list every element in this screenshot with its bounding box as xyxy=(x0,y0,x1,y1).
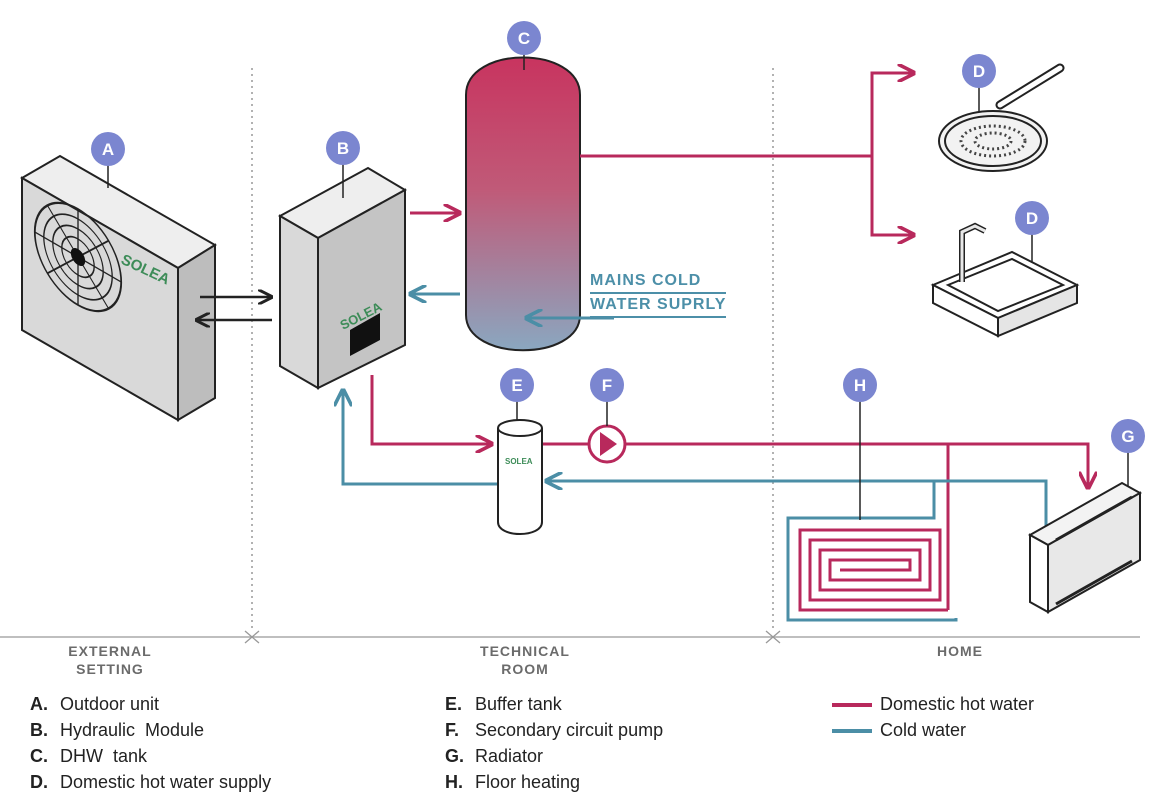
legend-label: Radiator xyxy=(475,746,544,766)
zone-external-line2: SETTING xyxy=(76,661,144,677)
legend-key: B. xyxy=(30,720,48,740)
pump-icon xyxy=(587,424,627,464)
cold-pipe-return-to-buffer xyxy=(548,481,1048,526)
sink-icon xyxy=(930,222,1080,338)
svg-text:D: D xyxy=(1026,209,1038,228)
legend-item: F. Secondary circuit pump xyxy=(445,717,663,743)
legend-item: C. DHW tank xyxy=(30,743,271,769)
legend-label: Domestic hot water supply xyxy=(60,772,272,792)
hot-pipe-to-sink xyxy=(870,156,912,235)
hot-pipe-to-shower xyxy=(580,73,912,158)
svg-text:H: H xyxy=(854,376,866,395)
legend-item: E. Buffer tank xyxy=(445,691,663,717)
legend-hot-water: Domestic hot water xyxy=(832,691,1034,717)
legend-label: Domestic hot water xyxy=(880,694,1035,714)
svg-text:B: B xyxy=(337,139,349,158)
cold-water-swatch xyxy=(832,729,872,734)
hot-water-swatch xyxy=(832,703,872,708)
legend-label: Floor heating xyxy=(475,772,581,792)
marker-e: E xyxy=(500,368,534,402)
legend-key: A. xyxy=(30,694,48,714)
legend-item: B. Hydraulic Module xyxy=(30,717,271,743)
legend-key: F. xyxy=(445,720,460,740)
zone-external-line1: EXTERNAL xyxy=(68,643,152,659)
zone-external-setting: EXTERNAL SETTING xyxy=(55,642,165,678)
axis-ticks xyxy=(244,630,781,644)
marker-d-shower: D xyxy=(962,54,996,88)
radiator-icon xyxy=(1027,481,1143,614)
mains-label-line2: WATER SUPRLY xyxy=(590,294,727,318)
hot-pipe-to-buffer xyxy=(370,375,490,444)
buffer-tank-logo: SOLEA xyxy=(505,457,533,466)
zone-technical-line1: TECHNICAL xyxy=(480,643,570,659)
legend-key: C. xyxy=(30,746,48,766)
mains-cold-water-label: MAINS COLD WATER SUPRLY xyxy=(590,270,727,318)
shower-head-icon xyxy=(938,63,1065,172)
legend-label: Outdoor unit xyxy=(60,694,160,714)
svg-text:C: C xyxy=(518,29,530,48)
legend-item: D. Domestic hot water supply xyxy=(30,769,271,795)
legend-item: A. Outdoor unit xyxy=(30,691,271,717)
legend-components-left: A. Outdoor unit B. Hydraulic Module C. DHW … xyxy=(30,691,271,795)
legend-label: Hydraulic Module xyxy=(60,720,205,740)
zone-home-label: HOME xyxy=(937,643,983,659)
marker-h: H xyxy=(843,368,877,402)
zone-technical-room: TECHNICAL ROOM xyxy=(465,642,585,678)
floor-heating-coil xyxy=(798,444,950,612)
legend-label: Cold water xyxy=(880,720,967,740)
legend-label: Secondary circuit pump xyxy=(475,720,664,740)
marker-c: C xyxy=(507,21,541,55)
legend-key: D. xyxy=(30,772,48,792)
floor-heating-return xyxy=(786,481,958,622)
legend-label: DHW tank xyxy=(60,746,148,766)
zone-home: HOME xyxy=(910,642,1010,660)
zone-technical-line2: ROOM xyxy=(501,661,549,677)
module-display xyxy=(350,313,380,356)
svg-text:D: D xyxy=(973,62,985,81)
cold-pipe-return-to-module xyxy=(343,392,498,486)
legend-label: Buffer tank xyxy=(475,694,562,714)
legend-key: H. xyxy=(445,772,463,792)
legend-cold-water: Cold water xyxy=(832,717,1034,743)
marker-b: B xyxy=(326,131,360,165)
legend-item: H. Floor heating xyxy=(445,769,663,795)
legend-key: E. xyxy=(445,694,463,714)
dhw-tank xyxy=(465,56,581,352)
mains-label-line1: MAINS COLD xyxy=(590,270,727,294)
legend-item: G. Radiator xyxy=(445,743,663,769)
marker-a: A xyxy=(91,132,125,166)
marker-d-sink: D xyxy=(1015,201,1049,235)
buffer-tank xyxy=(497,419,543,535)
svg-text:A: A xyxy=(102,140,114,159)
fan-icon xyxy=(33,201,123,313)
svg-text:G: G xyxy=(1121,427,1134,446)
svg-text:F: F xyxy=(602,376,612,395)
legend-key: G. xyxy=(445,746,465,766)
marker-f: F xyxy=(590,368,624,402)
marker-g: G xyxy=(1111,419,1145,453)
hydraulic-module xyxy=(277,166,408,390)
outdoor-unit xyxy=(20,154,217,422)
legend-pipe-types: Domestic hot water Cold water xyxy=(832,691,1034,743)
hot-pipe-to-radiator xyxy=(626,442,1088,486)
legend-components-middle: E. Buffer tank F. Secondary circuit pump G… xyxy=(445,691,663,795)
svg-text:E: E xyxy=(511,376,522,395)
